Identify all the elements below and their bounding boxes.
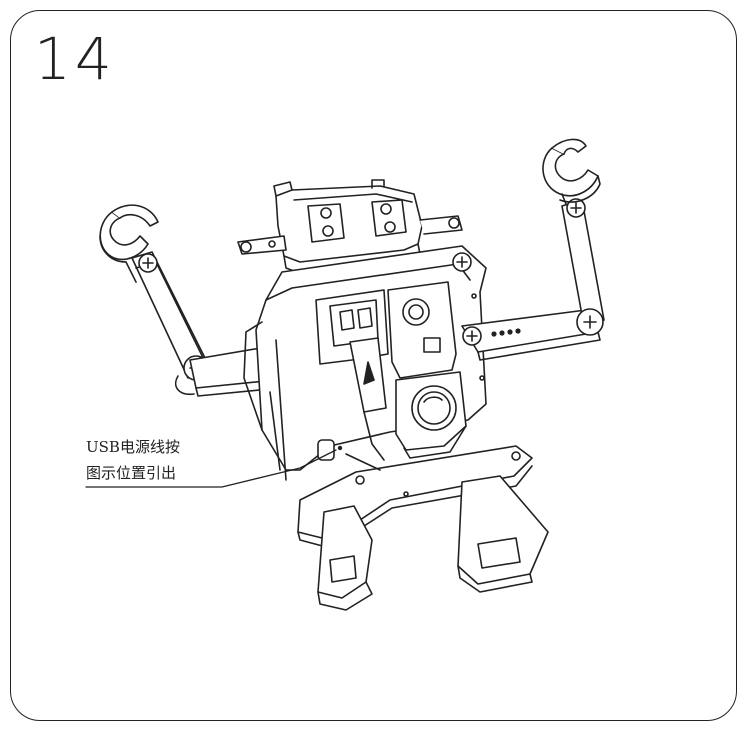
- left-claw: [99, 204, 159, 283]
- right-arm: [461, 198, 605, 361]
- step-number: 14: [34, 25, 116, 93]
- right-claw: [542, 138, 601, 205]
- callout-text-line2: 图示位置引出: [86, 464, 177, 482]
- callout-leader-line: [85, 445, 343, 488]
- body-servos: [315, 281, 467, 461]
- callout-text-line1: USB电源线按: [86, 438, 180, 456]
- robot-legs: [297, 445, 549, 611]
- panel-frame: [10, 10, 737, 721]
- robot-head: [237, 179, 463, 275]
